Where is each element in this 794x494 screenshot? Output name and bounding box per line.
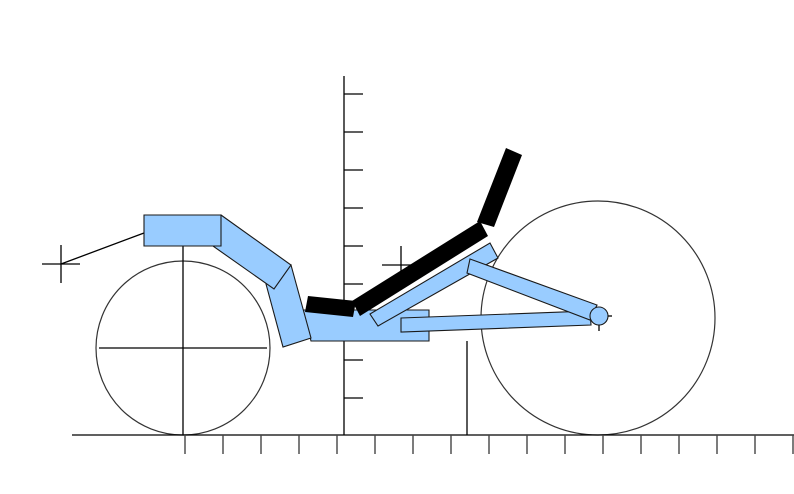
rider-shin <box>466 258 598 321</box>
rider-head <box>143 214 222 247</box>
sightline <box>60 232 145 265</box>
seat-back-upper <box>477 148 522 227</box>
rider-thigh <box>369 242 499 327</box>
rider-lower-leg <box>400 310 592 333</box>
seat <box>305 148 522 317</box>
seat-base <box>305 296 356 317</box>
ground-line <box>72 434 794 454</box>
foot-pedal <box>589 306 609 326</box>
rider-body <box>143 214 612 348</box>
crosshair-markers <box>42 245 420 284</box>
seat-back-lower <box>352 221 488 316</box>
reference-lines <box>60 232 468 435</box>
